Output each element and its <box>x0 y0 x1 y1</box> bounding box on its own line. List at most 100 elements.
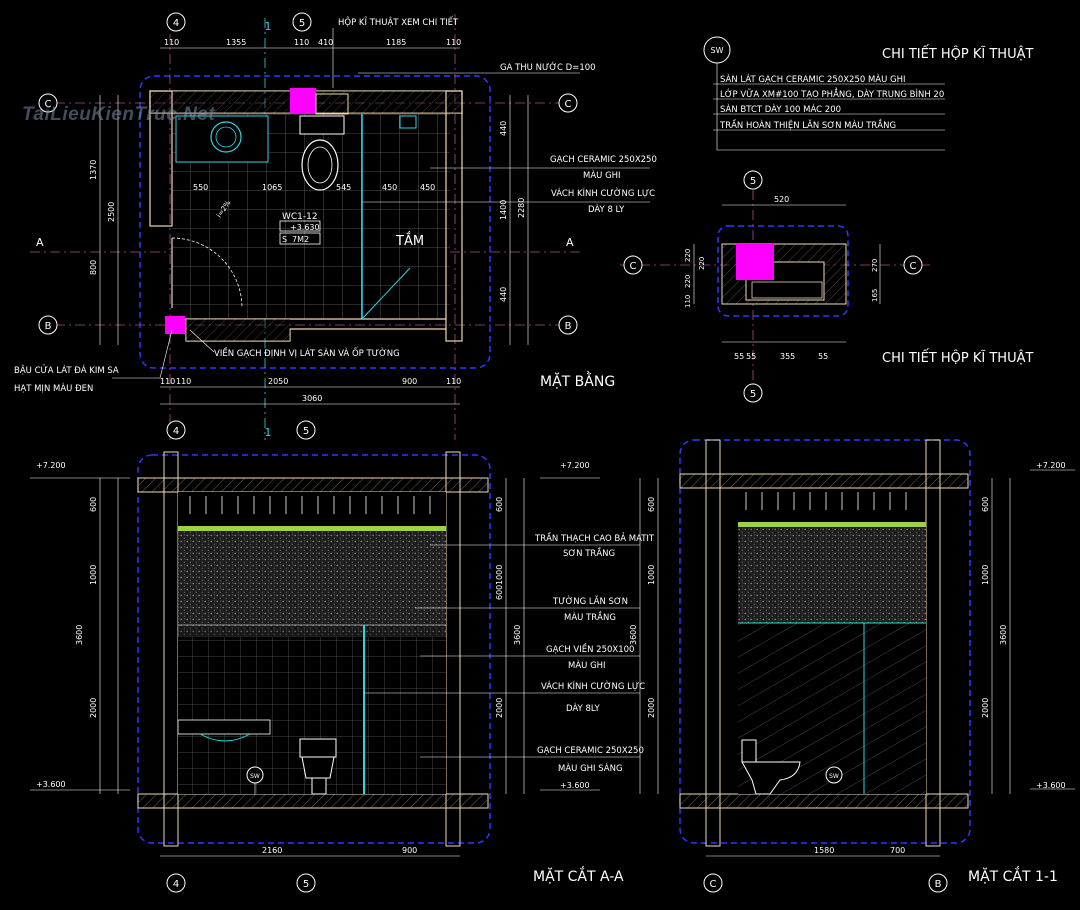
plan-note-glass: VÁCH KÍNH CƯỜNG LỰC <box>551 187 655 199</box>
detail-legend-1: LỚP VỮA XM#100 TẠO PHẲNG, DÀY TRUNG BÌNH… <box>720 87 944 100</box>
plan-dim-left-2: 800 <box>89 260 98 275</box>
detail-grid-right: C <box>910 261 917 272</box>
s11-dim-right-1: 1000 <box>981 565 990 585</box>
aa-dim-right-3: 600 <box>495 585 504 600</box>
detail-dim-left-1: 220 <box>684 275 692 288</box>
s11-sw-tag: SW <box>829 773 839 780</box>
aa-note-tile-color: MÀU GHI SÁNG <box>558 762 623 774</box>
plan-dim-top-0: 110 <box>164 38 179 47</box>
aa-dim-left-0: 600 <box>89 497 98 512</box>
detail-dim-top: 520 <box>774 195 789 204</box>
aa-grid-5: 5 <box>303 879 309 890</box>
s11-dim-right-2: 3600 <box>999 625 1008 645</box>
aa-level-bottom: +3.600 <box>36 780 66 789</box>
floor-plan: WC1-12 +3.630 S 7M2 TẮM i=2% HỘP KĨ THUẬ… <box>14 12 657 440</box>
s11-level-top: +7.200 <box>1036 461 1066 470</box>
technical-box-detail: SW CHI TIẾT HỘP KĨ THUẬT SÀN LÁT GẠCH CE… <box>620 36 1033 403</box>
watermark: TaiLieuKienTruc.Net <box>22 104 216 125</box>
grid-left-c: C <box>45 99 52 110</box>
s11-dim-right-3: 2000 <box>981 698 990 718</box>
section-11-title: MẶT CẮT 1-1 <box>968 866 1058 885</box>
plan-dim-top-3: 410 <box>318 38 333 47</box>
plan-dim-top-4: 1185 <box>386 38 406 47</box>
grid-top-4: 4 <box>173 18 179 29</box>
section-mark-a-right: A <box>566 236 574 249</box>
aa-dim-left-3: 2000 <box>89 698 98 718</box>
aa-note-ceiling-paint: SƠN TRẮNG <box>563 546 615 559</box>
plan-dim-bottom-4: 110 <box>446 377 461 386</box>
plan-dim-right-4: 440 <box>499 287 508 302</box>
aa-sw-tag: SW <box>250 773 260 780</box>
s11-dim-left-1: 1000 <box>647 565 656 585</box>
aa-dim-right-2: 3600 <box>513 625 522 645</box>
plan-note-border-tile: VIỀN GẠCH ĐỊNH VỊ LÁT SÀN VÀ ỐP TƯỜNG <box>214 346 400 359</box>
plan-dim-inner-3: 450 <box>382 183 397 192</box>
detail-dim-left-3: 220 <box>698 257 706 270</box>
detail-title-bottom: CHI TIẾT HỘP KĨ THUẬT <box>882 349 1033 366</box>
aa-dim-bottom-0: 2160 <box>262 846 282 855</box>
plan-dim-bottom-1: 110 <box>176 377 191 386</box>
plan-note-glass-thick: DÀY 8 LY <box>588 203 625 215</box>
room-area-label: S <box>282 235 287 244</box>
plan-note-drain: GA THU NƯỚC D=100 <box>500 61 596 73</box>
aa-note-glass-thick: DÀY 8LY <box>566 702 600 714</box>
s11-grid-c: C <box>710 879 717 890</box>
grid-top-5: 5 <box>299 18 305 29</box>
grid-bottom-4: 4 <box>173 426 179 437</box>
aa-level-top-right: +7.200 <box>560 461 590 470</box>
detail-dim-bottom-2: 355 <box>780 352 795 361</box>
aa-level-bottom-right: +3.600 <box>560 781 590 790</box>
detail-grid-left: C <box>630 261 637 272</box>
s11-dim-left-0: 600 <box>647 497 656 512</box>
section-mark-a-left: A <box>36 236 44 249</box>
plan-note-sill: BẬU CỬA LÁT ĐÁ KIM SA <box>14 364 119 376</box>
section-aa-title: MẶT CẮT A-A <box>533 866 624 885</box>
plan-note-technical-box: HỘP KĨ THUẬT XEM CHI TIẾT <box>338 16 459 28</box>
room-area: 7M2 <box>292 235 309 244</box>
plan-dim-inner-0: 550 <box>193 183 208 192</box>
detail-legend-2: SÀN BTCT DÀY 100 MÁC 200 <box>720 103 841 115</box>
aa-dim-bottom-1: 900 <box>402 846 417 855</box>
detail-legend-0: SÀN LÁT GẠCH CERAMIC 250X250 MÀU GHI <box>720 73 906 85</box>
grid-top-1: 1 <box>265 20 272 33</box>
plan-dim-right-1: 440 <box>499 121 508 136</box>
plan-dim-inner-4: 450 <box>420 183 435 192</box>
aa-note-border: GẠCH VIỀN 250X100 <box>546 642 634 655</box>
grid-right-b: B <box>565 321 572 332</box>
detail-dim-bottom-1: 55 <box>746 352 756 361</box>
detail-dim-right-0: 270 <box>871 259 879 272</box>
aa-dim-left-2: 3600 <box>75 625 84 645</box>
aa-note-wall: TƯỜNG LĂN SƠN <box>552 595 628 607</box>
detail-dim-left-2: 220 <box>684 249 692 262</box>
shower-label: TẮM <box>395 232 424 249</box>
aa-note-ceiling: TRẦN THẠCH CAO BẢ MATIT <box>534 531 655 544</box>
aa-note-glass: VÁCH KÍNH CƯỜNG LỰC <box>541 680 645 692</box>
aa-note-border-color: MÀU GHI <box>568 659 606 671</box>
s11-dim-bottom-1: 700 <box>890 846 905 855</box>
plan-dim-bottom-0: 110 <box>160 377 175 386</box>
s11-dim-bottom-0: 1580 <box>814 846 834 855</box>
s11-dim-left-2: 3600 <box>629 625 638 645</box>
detail-legend-3: TRẦN HOÀN THIỆN LĂN SƠN MÀU TRẮNG <box>719 118 896 131</box>
detail-dim-left-0: 110 <box>684 295 692 308</box>
plan-title: MẶT BẰNG <box>540 371 615 390</box>
grid-right-c: C <box>565 99 572 110</box>
s11-level-bottom: +3.600 <box>1036 781 1066 790</box>
aa-level-top: +7.200 <box>36 461 66 470</box>
plan-dim-total: 3060 <box>302 394 322 403</box>
section-aa: +7.200 +3.600 +7.200 +3.600 SW <box>30 451 655 893</box>
aa-grid-4: 4 <box>173 879 179 890</box>
plan-dim-left-1: 2500 <box>107 202 116 222</box>
plan-note-tile-color: MÀU GHI <box>583 169 621 181</box>
grid-bottom-5: 5 <box>303 426 309 437</box>
aa-note-wall-color: MÀU TRẮNG <box>564 610 616 623</box>
plan-dim-top-1: 1355 <box>226 38 246 47</box>
section-11: +7.200 +3.600 SW 600 1000 3600 2000 600 … <box>629 439 1075 893</box>
aa-dim-right-4: 2000 <box>495 698 504 718</box>
s11-grid-b: B <box>935 879 942 890</box>
plan-dim-bottom-3: 900 <box>402 377 417 386</box>
plan-viewport <box>139 75 491 369</box>
detail-grid-top: 5 <box>750 176 756 187</box>
detail-viewport <box>717 225 849 317</box>
